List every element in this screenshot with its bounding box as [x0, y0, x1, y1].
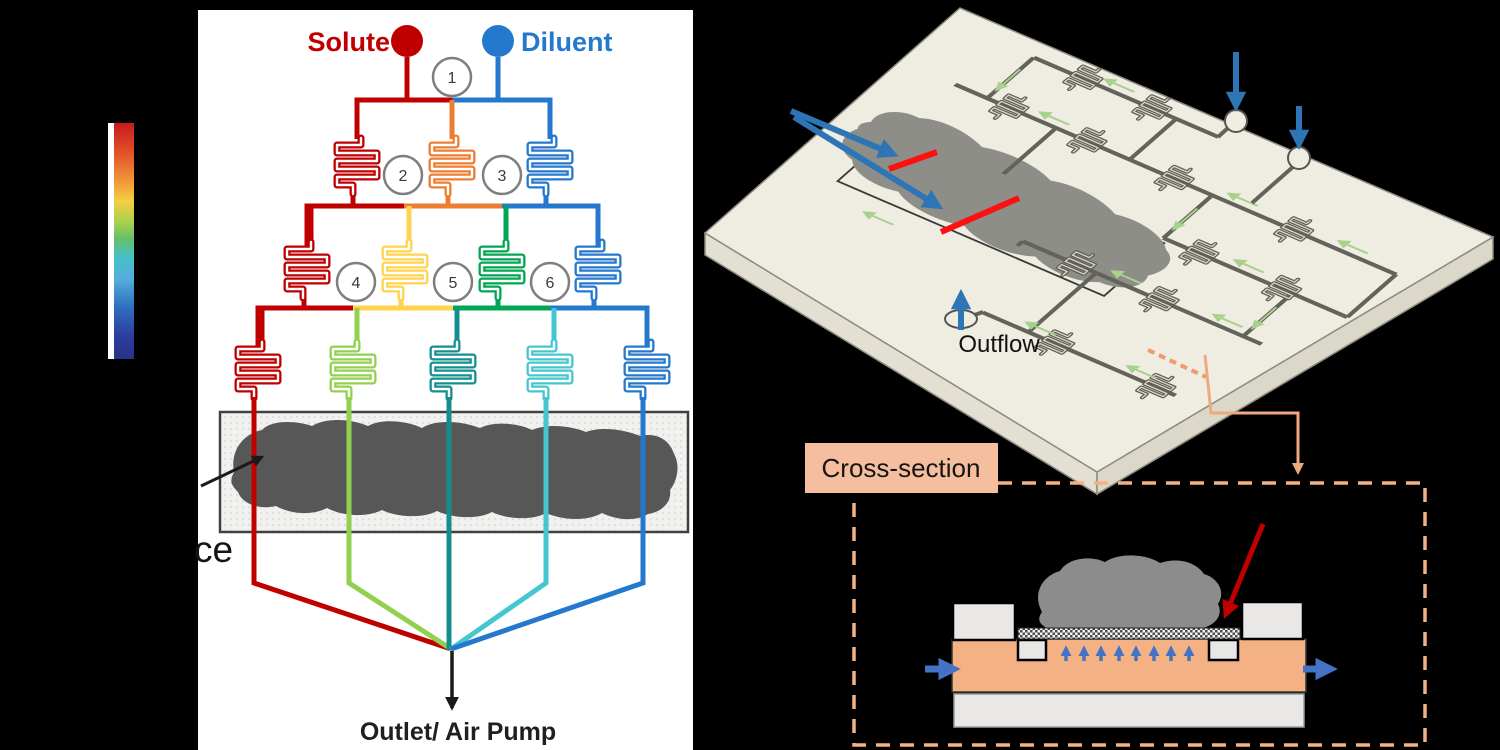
pdms-block-right [1240, 600, 1305, 641]
chip-inlet-port [1224, 109, 1248, 133]
support-post-left [1016, 638, 1048, 662]
svg-text:5: 5 [449, 275, 458, 292]
diluent-inlet-icon [482, 25, 514, 57]
svg-text:6: 6 [546, 275, 555, 292]
highlighted-channel-segment [887, 149, 939, 172]
cross-section-panel: Cross-section [805, 443, 1427, 747]
mixer-node-2: 2 [382, 154, 424, 196]
chip-isometric-view: Outflow [703, 7, 1495, 496]
svg-text:2: 2 [399, 168, 408, 185]
svg-text:4: 4 [352, 275, 361, 292]
svg-text:1: 1 [448, 70, 457, 87]
solute-label: Solute [307, 27, 390, 57]
tissue-slice [231, 419, 678, 520]
highlighted-channel-segment [939, 195, 1021, 235]
mixer-node-4: 4 [335, 261, 377, 303]
mixer-node-6: 6 [529, 261, 571, 303]
cross-section-title: Cross-section [822, 453, 981, 483]
mixer-node-3: 3 [481, 154, 523, 196]
inlet-stub [1250, 164, 1296, 205]
cut-line-marker [1147, 348, 1207, 379]
colorbar [108, 123, 134, 359]
chip-inlet-port [1287, 146, 1311, 170]
porous-membrane [1017, 627, 1241, 640]
mixer-node-5: 5 [432, 261, 474, 303]
gradient-tree-panel: Solute Diluent [108, 10, 693, 750]
membrane-pointer-arrow-icon [1222, 523, 1266, 619]
solute-inlet-icon [391, 25, 423, 57]
diluent-label: Diluent [521, 27, 613, 57]
cross-section-connector-arrow-icon [1203, 354, 1304, 475]
pointer-arrow-icon [789, 108, 899, 158]
tissue-pointer-arrow-icon [200, 455, 265, 488]
mixer-node-1: 1 [431, 56, 473, 98]
membrane-flow-arrows [1060, 645, 1195, 661]
cross-section-tissue [1038, 555, 1222, 630]
colorbar-gradient [114, 123, 134, 359]
pdms-block-left [951, 601, 1017, 642]
outlet-label: Outlet/ Air Pump [360, 718, 556, 746]
tissue-label-cutoff: ce [194, 529, 233, 570]
flow-channel [951, 638, 1307, 693]
svg-text:3: 3 [498, 168, 507, 185]
outflow-label: Outflow [958, 331, 1040, 358]
cross-section-label-box [805, 443, 998, 493]
glass-slide [953, 693, 1305, 728]
pointer-arrow-icon [792, 114, 944, 210]
cross-section-border [852, 481, 1427, 747]
support-post-right [1207, 638, 1240, 662]
